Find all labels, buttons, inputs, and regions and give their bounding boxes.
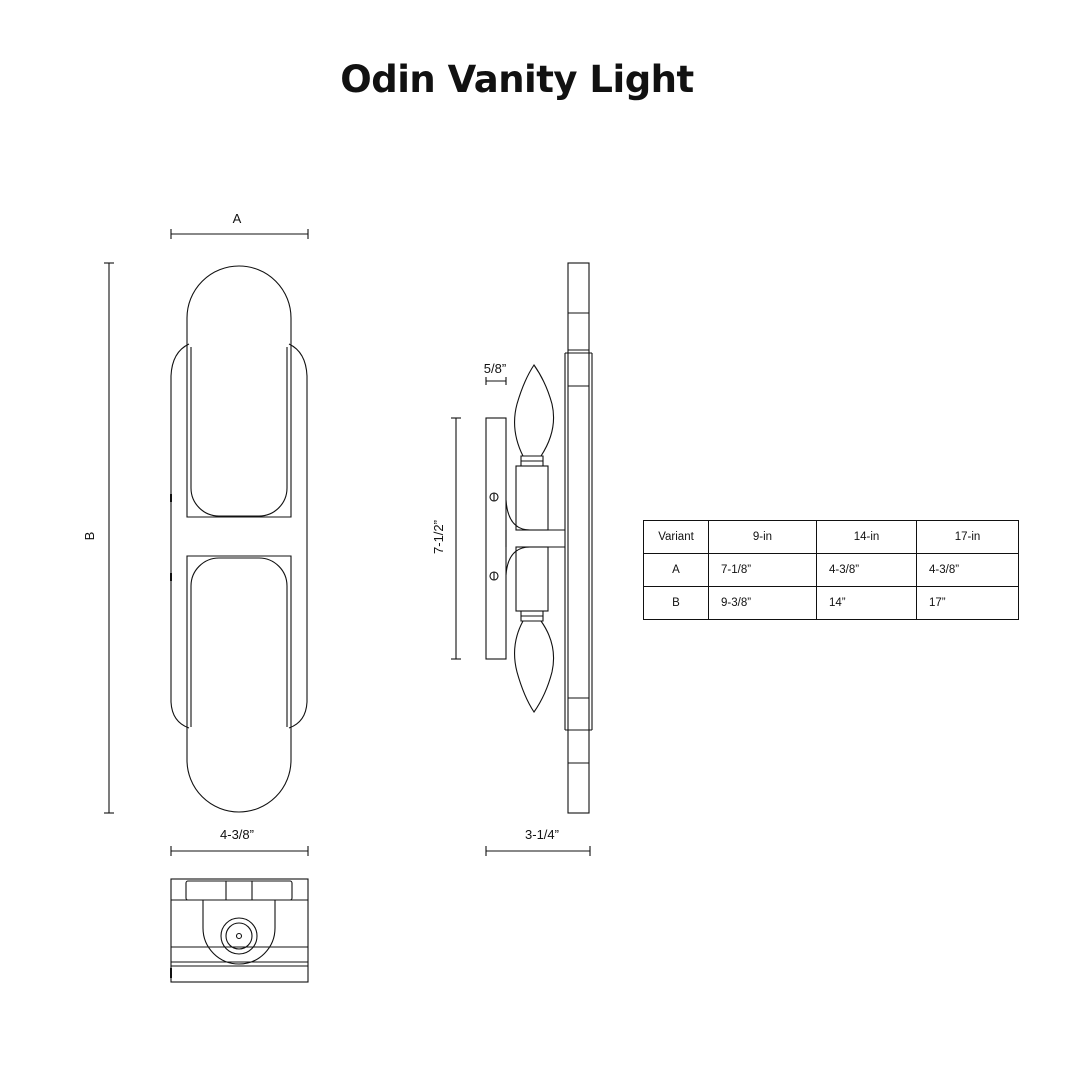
table-cell: 7-1/8” (708, 553, 817, 587)
right-rail (288, 343, 308, 729)
table-cell: 4-3/8” (816, 553, 917, 587)
table-cell: 17” (916, 586, 1019, 620)
dimension-a: A (170, 211, 309, 239)
table-header-cell: Variant (643, 520, 709, 554)
side-depth-dimension: 3-1/4” (485, 827, 591, 856)
dimension-b: B (82, 262, 114, 814)
backplate (485, 417, 507, 660)
variant-dimension-table: Variant 9-in 14-in 17-in A 7-1/8” 4-3/8”… (643, 520, 1019, 620)
backplate-height-label: 7-1/2” (431, 520, 446, 554)
bulb-offset-label: 5/8” (484, 361, 506, 376)
table-cell: 4-3/8” (916, 553, 1019, 587)
side-view: 7-1/2” 5/8” 3-1/4” (431, 262, 593, 856)
front-width-label: 4-3/8” (220, 827, 254, 842)
backplate-height-dimension: 7-1/2” (431, 417, 461, 660)
table-row: B 9-3/8” 14” 17” (643, 586, 1019, 620)
table-cell: B (643, 586, 709, 620)
table-cell: 14” (816, 586, 917, 620)
bulb-offset-dimension: 5/8” (484, 361, 507, 385)
table-header-cell: 9-in (708, 520, 817, 554)
table-header-cell: 17-in (916, 520, 1019, 554)
front-view: A B 4-3/8” (82, 211, 309, 856)
front-width-dimension: 4-3/8” (170, 827, 309, 856)
table-cell: 9-3/8” (708, 586, 817, 620)
side-depth-label: 3-1/4” (525, 827, 559, 842)
dimension-b-label: B (82, 532, 97, 541)
dimension-a-label: A (233, 211, 242, 226)
top-view (170, 878, 309, 983)
table-header-row: Variant 9-in 14-in 17-in (643, 520, 1019, 554)
table-header-cell: 14-in (816, 520, 917, 554)
left-rail (170, 343, 190, 729)
lower-shade (186, 555, 292, 813)
table-cell: A (643, 553, 709, 587)
lower-bulb (514, 611, 555, 713)
upper-shade (186, 265, 292, 518)
table-row: A 7-1/8” 4-3/8” 4-3/8” (643, 553, 1019, 587)
diagram-title: Odin Vanity Light (340, 58, 694, 101)
upper-bulb (514, 364, 555, 466)
